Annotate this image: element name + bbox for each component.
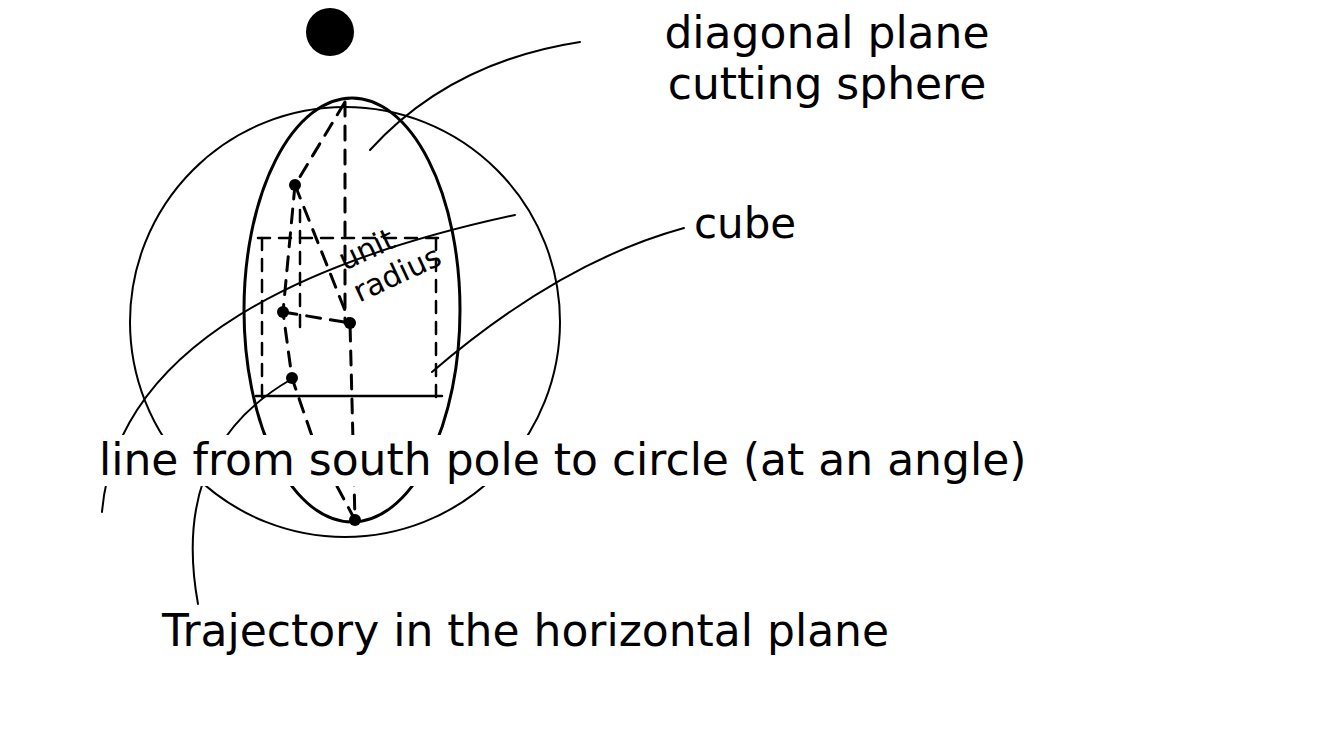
cube-label: cube [690,200,800,248]
point-above [306,8,354,56]
radius-label: unit radius [329,194,474,311]
leader-lines [102,42,684,604]
cube-edge [256,395,442,398]
plane-label: diagonal plane cutting sphere [588,8,1066,109]
trajectory-label: Trajectory in the horizontal plane [158,606,893,657]
line-label: line from south pole to circle (at an an… [95,435,1030,486]
